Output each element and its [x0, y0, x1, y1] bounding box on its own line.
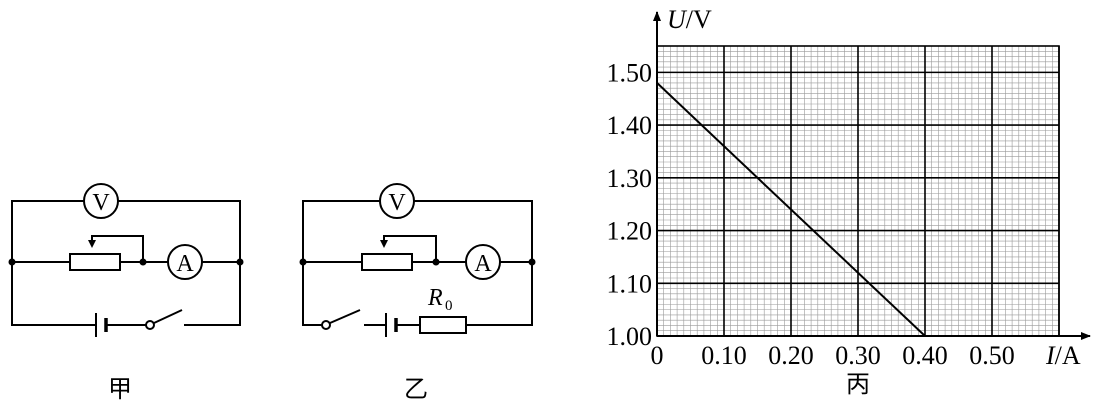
junction-dot [8, 258, 16, 266]
y-tick-label: 1.20 [607, 217, 653, 246]
wire [118, 200, 241, 262]
voltmeter-label: V [92, 190, 110, 216]
ammeter: A [465, 244, 501, 280]
x-tick-label: 0.20 [768, 341, 814, 370]
series-line [656, 82, 926, 337]
ammeter: A [167, 244, 203, 280]
x-tick-label: 0.10 [701, 341, 747, 370]
voltmeter-label: V [388, 190, 406, 216]
y-tick-label: 1.40 [607, 111, 653, 140]
x-axis-symbol: I [1045, 341, 1056, 370]
voltmeter: V [83, 183, 119, 219]
x-axis-unit: /A [1055, 341, 1081, 370]
rheostat [361, 235, 440, 271]
resistor-subscript: 0 [445, 298, 453, 314]
rheostat [69, 235, 147, 271]
x-tick-labels: 0 0.10 0.20 0.30 0.40 0.50 [651, 341, 1015, 370]
wire [466, 262, 533, 326]
circuit-jia: V A 甲 [8, 183, 244, 403]
ammeter-label: A [176, 251, 194, 277]
chart-bing: 1.00 1.10 1.20 1.30 1.40 1.50 0 0.10 0.20 0.30 0.… [607, 5, 1091, 398]
y-tick-label: 1.30 [607, 164, 653, 193]
y-tick-label: 1.00 [607, 322, 653, 351]
x-axis-title: I/A [1045, 341, 1081, 370]
switch [321, 309, 361, 330]
x-tick-label: 0 [651, 341, 664, 370]
y-axis-unit: /V [686, 5, 712, 34]
y-tick-label: 1.50 [607, 58, 653, 87]
y-axis-title: U/V [667, 5, 712, 34]
y-tick-labels: 1.00 1.10 1.20 1.30 1.40 1.50 [607, 58, 653, 351]
battery [385, 313, 398, 337]
battery [95, 313, 108, 337]
caption-jia: 甲 [108, 375, 132, 403]
wire [302, 262, 322, 326]
y-tick-label: 1.10 [607, 269, 653, 298]
wire [414, 200, 533, 262]
x-tick-label: 0.50 [969, 341, 1015, 370]
x-tick-label: 0.30 [835, 341, 881, 370]
switch [145, 309, 183, 330]
junction-dot [528, 258, 536, 266]
resistor-label: R [427, 285, 443, 311]
series-lines [656, 82, 926, 337]
junction-dot [299, 258, 307, 266]
circuit-yi: V A R 0 乙 [299, 183, 536, 403]
wire [11, 200, 84, 262]
caption-yi: 乙 [404, 375, 428, 403]
junction-dot [236, 258, 244, 266]
wire [184, 262, 241, 326]
resistor-r0: R 0 [419, 285, 467, 334]
x-tick-label: 0.40 [902, 341, 948, 370]
y-axis-symbol: U [667, 5, 688, 34]
ammeter-label: A [474, 251, 492, 277]
wire [11, 262, 96, 326]
voltmeter: V [379, 183, 415, 219]
wire [302, 200, 380, 262]
caption-bing: 丙 [846, 370, 870, 398]
